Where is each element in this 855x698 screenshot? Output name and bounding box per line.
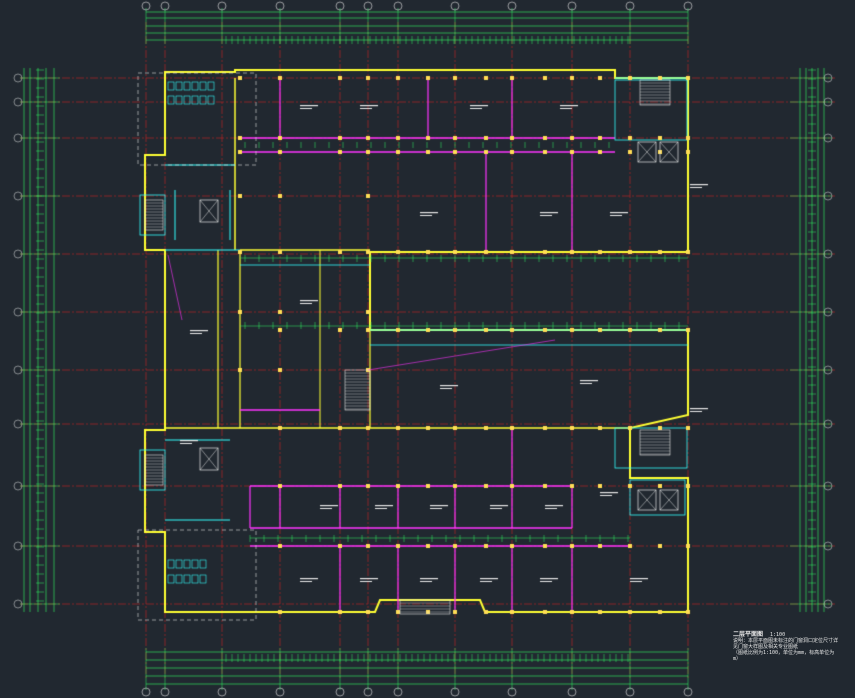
- plan-notes-block: 二层平面图 1:100 说明：本层平面图未标注的门窗洞口定位尺寸详见门窗大样图及…: [733, 631, 839, 663]
- plan-scale: 1:100: [770, 632, 786, 638]
- plan-title: 二层平面图: [733, 631, 764, 638]
- plan-note-line-2: （图纸比例为1:100，单位为mm，标高单位为m）: [733, 650, 835, 662]
- plan-note-line-1: 说明：本层平面图未标注的门窗洞口定位尺寸详见门窗大样图及相关专业图纸: [733, 638, 839, 650]
